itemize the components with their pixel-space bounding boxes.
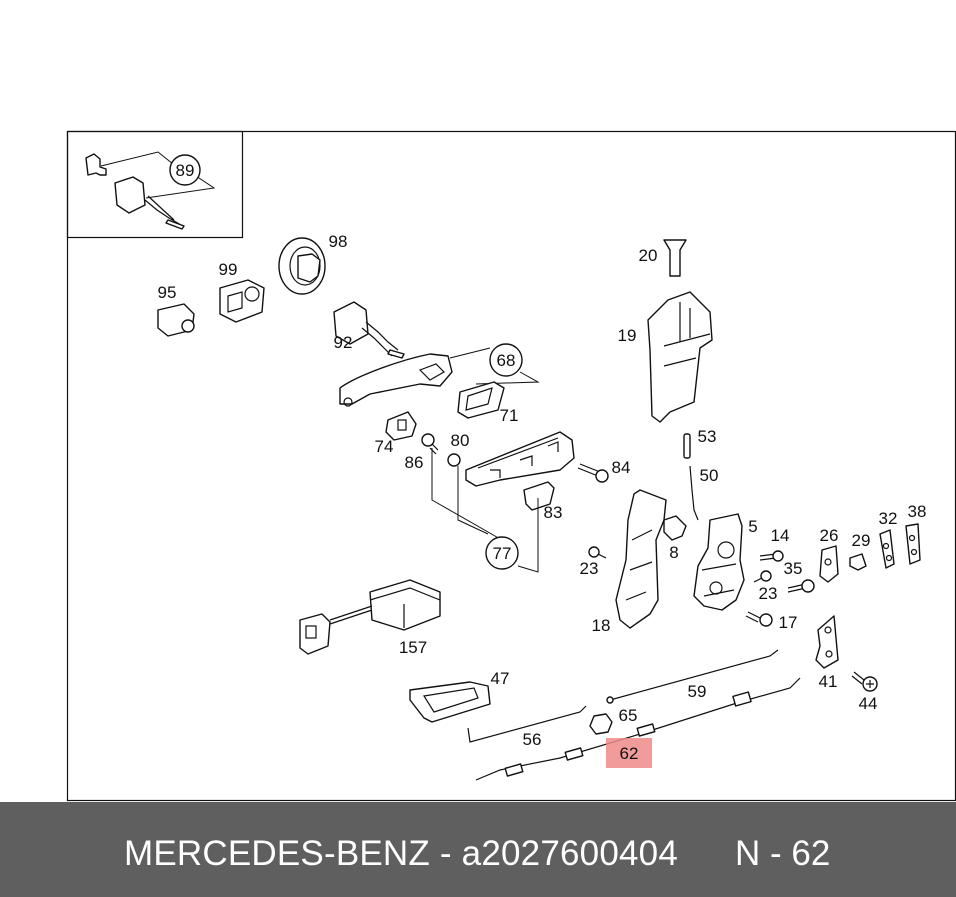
part-74-bracket[interactable] xyxy=(385,411,417,441)
part-32-plate[interactable] xyxy=(879,529,895,569)
part-71-bezel[interactable] xyxy=(457,381,505,419)
part-44-screw[interactable] xyxy=(851,671,878,692)
part-56-rod[interactable] xyxy=(467,705,587,743)
part-26-bracket[interactable] xyxy=(819,545,839,583)
part-84-bolt[interactable] xyxy=(577,463,609,483)
callout-circle-68 xyxy=(489,343,523,377)
callout-83: 83 xyxy=(544,503,563,522)
callout-56: 56 xyxy=(523,730,542,749)
callout-77: 77 xyxy=(493,544,512,563)
callout-17: 17 xyxy=(779,613,798,632)
part-92-lock-cylinder[interactable] xyxy=(333,301,405,359)
part-23-screw-right[interactable] xyxy=(753,570,772,583)
highlight-62 xyxy=(606,738,652,768)
part-50-rod[interactable] xyxy=(689,465,699,521)
callout-53: 53 xyxy=(698,427,717,446)
part-18-bracket[interactable] xyxy=(615,489,667,629)
callout-84: 84 xyxy=(612,458,631,477)
callout-5: 5 xyxy=(748,517,757,536)
part-80-ring[interactable] xyxy=(447,453,461,467)
callout-circle-77 xyxy=(485,536,519,570)
callout-23-left: 23 xyxy=(580,559,599,578)
callout-23-right: 23 xyxy=(759,584,778,603)
callout-92: 92 xyxy=(334,333,353,352)
part-53-pin[interactable] xyxy=(683,433,691,459)
callout-71: 71 xyxy=(500,406,519,425)
part-98-cover[interactable] xyxy=(278,237,326,295)
part-83-clip[interactable] xyxy=(523,481,555,511)
callout-98: 98 xyxy=(329,232,348,251)
callout-50: 50 xyxy=(700,466,719,485)
callout-89: 89 xyxy=(176,161,195,180)
callout-38: 38 xyxy=(908,502,927,521)
callout-99: 99 xyxy=(219,260,238,279)
footer-brand-part-number: MERCEDES-BENZ - a2027600404 xyxy=(124,834,678,873)
callout-59: 59 xyxy=(688,682,707,701)
part-95-cap[interactable] xyxy=(157,303,195,337)
footer-bar: MERCEDES-BENZ - a2027600404 N - 62 xyxy=(0,802,956,897)
callout-157: 157 xyxy=(399,638,427,657)
part-17-screw[interactable] xyxy=(745,611,773,627)
callout-29: 29 xyxy=(852,531,871,550)
footer-page-reference: N - 62 xyxy=(735,834,831,873)
callout-41: 41 xyxy=(819,672,838,691)
part-62-bowden-cable[interactable] xyxy=(475,677,801,781)
callout-47: 47 xyxy=(491,669,510,688)
part-29-clip[interactable] xyxy=(849,553,867,571)
callout-80: 80 xyxy=(451,431,470,450)
part-89-key-cylinder[interactable] xyxy=(85,151,216,230)
part-59-rod[interactable] xyxy=(606,649,779,704)
callout-26: 26 xyxy=(820,526,839,545)
callout-86: 86 xyxy=(405,453,424,472)
part-35-bolt[interactable] xyxy=(787,579,815,593)
part-65-knob[interactable] xyxy=(589,713,613,735)
part-77-handle-carrier[interactable] xyxy=(465,431,575,487)
part-99-housing[interactable] xyxy=(219,279,265,323)
leader-77 xyxy=(431,448,539,573)
callout-95: 95 xyxy=(158,283,177,302)
part-5-lock-mechanism[interactable] xyxy=(693,513,745,611)
callout-20: 20 xyxy=(639,246,658,265)
part-41-striker[interactable] xyxy=(815,615,839,669)
part-68-outer-handle[interactable] xyxy=(339,353,453,407)
inset-box xyxy=(66,130,244,239)
part-19-cover[interactable] xyxy=(647,291,713,423)
part-23-screw-left[interactable] xyxy=(588,546,607,559)
part-157-actuator[interactable] xyxy=(299,579,441,655)
callout-74: 74 xyxy=(375,437,394,456)
callout-18: 18 xyxy=(592,616,611,635)
callout-44: 44 xyxy=(859,694,878,713)
callout-62: 62 xyxy=(620,744,639,763)
callout-68: 68 xyxy=(497,351,516,370)
part-47-inner-handle[interactable] xyxy=(409,681,491,723)
part-20-lock-knob[interactable] xyxy=(663,239,687,277)
callout-35: 35 xyxy=(784,559,803,578)
callout-32: 32 xyxy=(879,509,898,528)
callout-8: 8 xyxy=(669,543,678,562)
part-8-clip[interactable] xyxy=(663,515,687,541)
part-14-screw[interactable] xyxy=(759,550,784,562)
callout-19: 19 xyxy=(618,326,637,345)
part-86-screw[interactable] xyxy=(421,433,439,455)
part-38-plate[interactable] xyxy=(905,523,921,565)
callout-65: 65 xyxy=(619,706,638,725)
callout-14: 14 xyxy=(771,526,790,545)
